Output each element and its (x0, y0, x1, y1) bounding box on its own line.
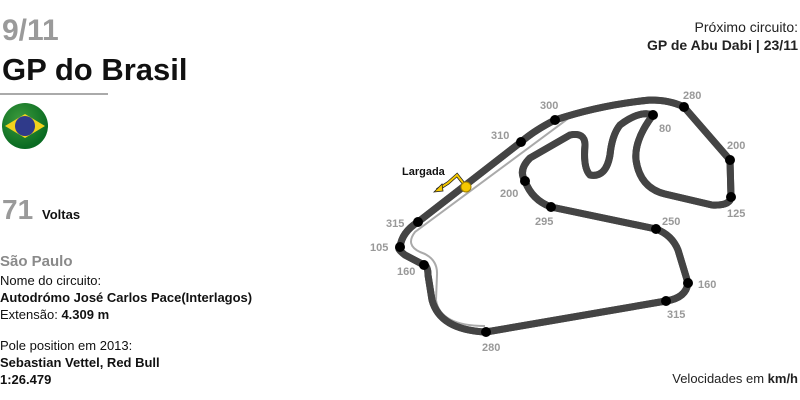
speed-label: 125 (727, 208, 745, 220)
speed-label: 160 (698, 279, 716, 291)
unit-value: km/h (767, 371, 798, 386)
start-point (460, 181, 472, 193)
speed-label: 160 (397, 266, 415, 278)
length-value: 4.309 m (61, 307, 110, 322)
brazil-flag-icon (2, 103, 48, 149)
circuit-name-label: Nome do circuito: (0, 273, 102, 288)
laps-count: 71 (2, 194, 34, 225)
unit-label: Velocidades em (672, 371, 765, 386)
speed-label: 295 (535, 216, 553, 228)
circuit-length: Extensão: 4.309 m (0, 306, 109, 323)
next-label: Próximo circuito: (694, 19, 798, 35)
speed-label: 310 (491, 130, 509, 142)
length-label: Extensão: (0, 307, 58, 322)
speed-points (395, 102, 736, 337)
circuit-path (399, 96, 735, 336)
city: São Paulo (0, 253, 73, 270)
speed-label: 200 (727, 140, 745, 152)
speed-label: 200 (500, 188, 518, 200)
speed-label: 300 (540, 100, 558, 112)
next-circuit: Próximo circuito: GP de Abu Dabi | 23/11 (647, 18, 798, 54)
speed-label: 315 (386, 218, 404, 230)
next-value: GP de Abu Dabi | 23/11 (647, 37, 798, 53)
round-number: 9/11 (2, 14, 59, 47)
speed-label: 250 (662, 216, 680, 228)
divider (0, 93, 108, 95)
speed-label: 315 (667, 309, 685, 321)
pole-driver: Sebastian Vettel, Red Bull (0, 355, 160, 370)
pole-time: 1:26.479 (0, 372, 52, 387)
page-title: GP do Brasil (2, 52, 188, 87)
start-label: Largada (402, 166, 446, 178)
pole-label: Pole position em 2013: (0, 338, 133, 353)
circuit-name: Autodrómo José Carlos Pace(Interlagos) (0, 290, 253, 305)
laps-label: Voltas (42, 207, 81, 222)
speed-label: 280 (683, 90, 701, 102)
speed-unit-note: Velocidades em km/h (672, 371, 798, 386)
speed-label: 80 (659, 123, 671, 135)
speed-label: 280 (482, 342, 500, 354)
speed-label: 105 (370, 242, 388, 254)
